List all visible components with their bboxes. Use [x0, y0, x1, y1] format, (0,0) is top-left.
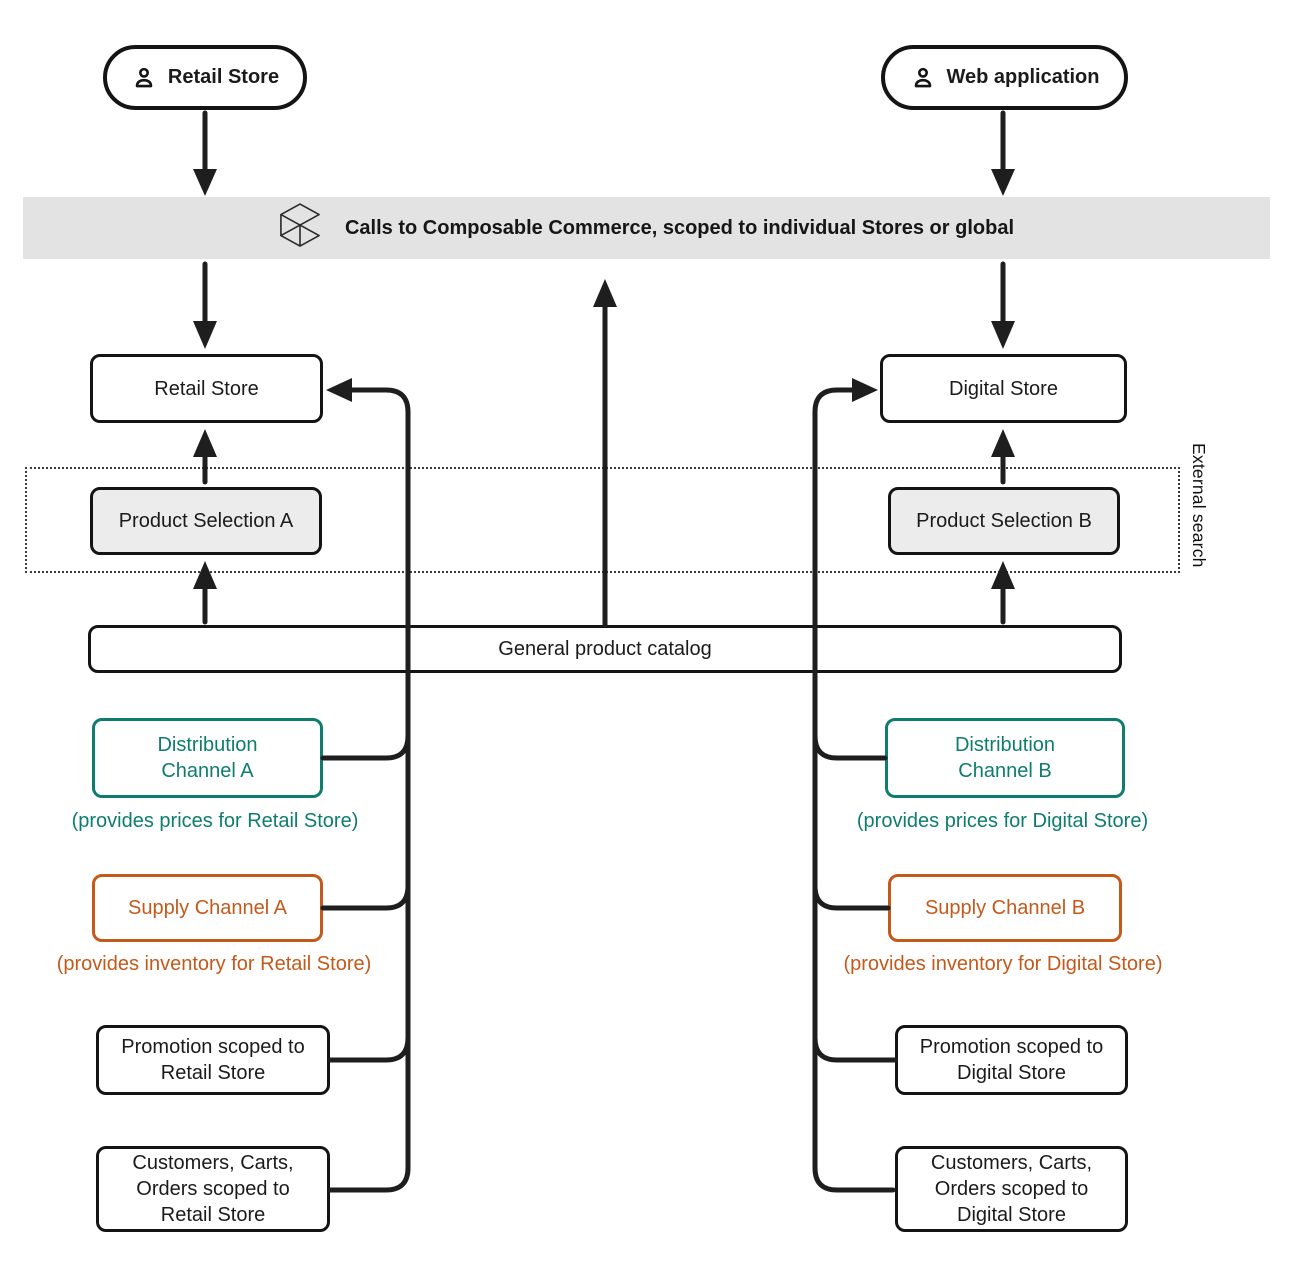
actor-label: Web application [946, 66, 1100, 88]
node-label: Promotion scoped to Retail Store [121, 1036, 305, 1084]
cube-icon [279, 201, 321, 256]
actor-web-application: Web application [881, 45, 1128, 110]
node-supply-channel-a: Supply Channel A [92, 874, 323, 942]
node-label: Product Selection B [916, 510, 1092, 532]
arrow-band-to-retail-store [193, 261, 217, 349]
node-label: Digital Store [949, 377, 1058, 400]
node-label: Product Selection A [118, 510, 294, 532]
node-product-selection-b: Product Selection B [888, 487, 1120, 555]
actor-retail-store: Retail Store [103, 45, 307, 110]
composable-commerce-band: Calls to Composable Commerce, scoped to … [23, 197, 1270, 259]
node-customers-carts-orders-retail: Customers, Carts, Orders scoped to Retai… [96, 1146, 330, 1232]
node-label: Supply Channel A [127, 897, 287, 919]
caption-supply-a: (provides inventory for Retail Store) [56, 953, 372, 975]
band-label: Calls to Composable Commerce, scoped to … [344, 216, 1014, 239]
node-distribution-channel-a: Distribution Channel A [92, 718, 323, 798]
node-retail-store: Retail Store [90, 354, 323, 423]
node-label: Retail Store [154, 377, 259, 400]
person-icon [131, 65, 157, 91]
arrow-catalog-to-band [593, 279, 617, 628]
node-label: Customers, Carts, Orders scoped to Digit… [930, 1152, 1093, 1226]
caption-supply-b: (provides inventory for Digital Store) [843, 953, 1163, 975]
node-label: General product catalog [498, 638, 712, 660]
node-label: Distribution Channel B [954, 734, 1056, 782]
node-label: Customers, Carts, Orders scoped to Retai… [132, 1152, 294, 1226]
node-promotion-digital: Promotion scoped to Digital Store [895, 1025, 1128, 1095]
external-search-label: External search [1189, 443, 1209, 568]
actor-label: Retail Store [167, 66, 280, 88]
node-general-product-catalog: General product catalog [88, 625, 1122, 673]
node-promotion-retail: Promotion scoped to Retail Store [96, 1025, 330, 1095]
node-label: Supply Channel B [924, 897, 1086, 919]
node-customers-carts-orders-digital: Customers, Carts, Orders scoped to Digit… [895, 1146, 1128, 1232]
caption-distribution-a: (provides prices for Retail Store) [71, 810, 359, 832]
arrow-actor-right-to-band [991, 110, 1015, 196]
node-supply-channel-b: Supply Channel B [888, 874, 1122, 942]
node-distribution-channel-b: Distribution Channel B [885, 718, 1125, 798]
caption-distribution-b: (provides prices for Digital Store) [856, 810, 1149, 832]
node-label: Promotion scoped to Digital Store [919, 1036, 1104, 1084]
arrow-band-to-digital-store [991, 261, 1015, 349]
arrow-actor-left-to-band [193, 110, 217, 196]
node-label: Distribution Channel A [157, 734, 258, 782]
node-digital-store: Digital Store [880, 354, 1127, 423]
node-product-selection-a: Product Selection A [90, 487, 322, 555]
person-icon [910, 65, 936, 91]
